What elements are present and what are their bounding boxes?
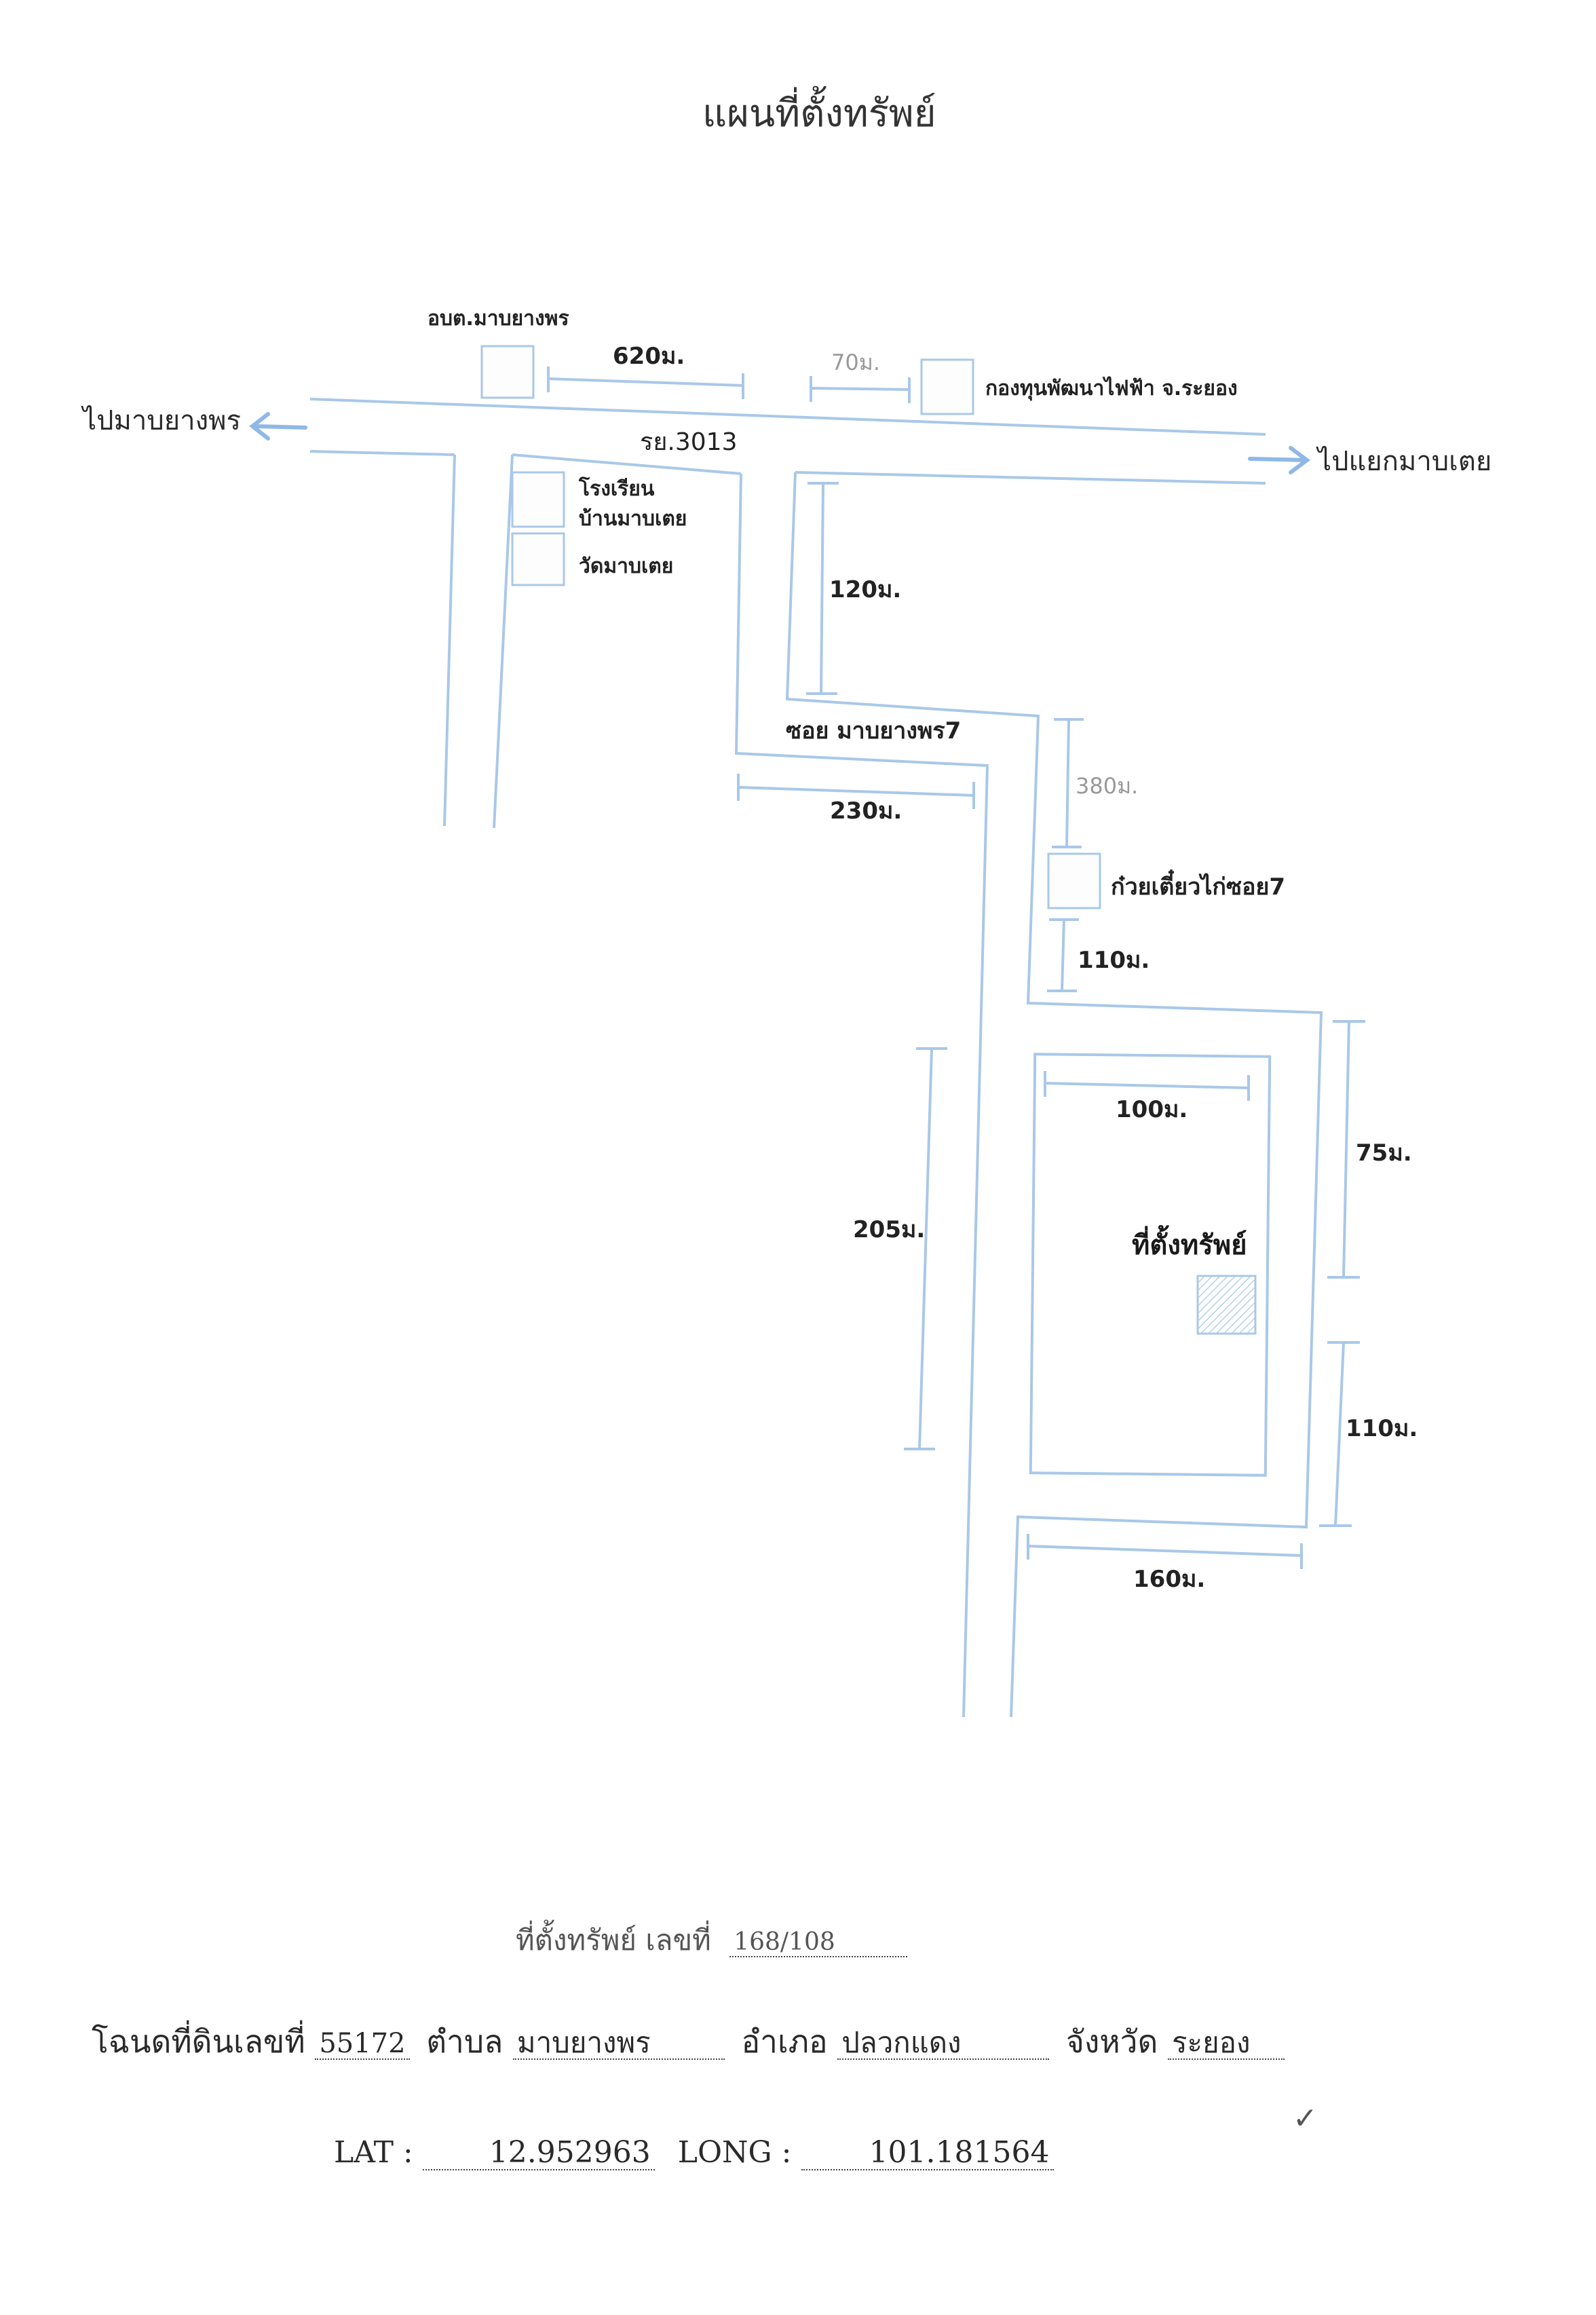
obt-box bbox=[480, 345, 535, 399]
coordinates-line: LAT : 12.952963 LONG : 101.181564 bbox=[334, 2138, 1054, 2170]
left-arrow bbox=[249, 412, 307, 440]
distance-110-a: 110ม. bbox=[1078, 947, 1150, 974]
soi-road bbox=[734, 472, 1323, 1718]
subdistrict-value: มาบยางพร bbox=[512, 2029, 725, 2060]
obt-label: อบต.มาบยางพร bbox=[428, 307, 569, 331]
destination-east: ไปแยกมาบเตย bbox=[1318, 446, 1492, 477]
temple-box bbox=[511, 532, 565, 586]
province-label: จังหวัด bbox=[1065, 2023, 1158, 2060]
distance-380: 380ม. bbox=[1076, 773, 1139, 799]
lat-value: 12.952963 bbox=[422, 2138, 655, 2170]
school-box bbox=[511, 471, 565, 528]
main-road bbox=[309, 398, 1266, 485]
school-label-line1: โรงเรียน bbox=[579, 477, 655, 501]
main-road-label: รย.3013 bbox=[640, 428, 738, 456]
deed-value: 55172 bbox=[315, 2030, 410, 2060]
distance-230: 230ม. bbox=[830, 797, 902, 825]
map-title: แผนที่ตั้งทรัพย์ bbox=[702, 92, 936, 136]
deed-line: โฉนดที่ดินเลขที่ 55172 ตำบล มาบยางพร อำเ… bbox=[92, 2026, 1285, 2060]
right-arrow bbox=[1248, 446, 1310, 474]
long-label: LONG : bbox=[677, 2135, 792, 2170]
property-marker bbox=[1196, 1275, 1257, 1335]
temple-label: วัดมาบเตย bbox=[579, 554, 674, 578]
property-plot bbox=[1029, 1053, 1272, 1477]
distance-110-b: 110ม. bbox=[1346, 1415, 1418, 1442]
deed-label: โฉนดที่ดินเลขที่ bbox=[92, 2023, 305, 2060]
dimension-lines bbox=[547, 366, 1365, 1569]
noodle-shop-label: ก๋วยเตี๋ยวไก่ซอย7 bbox=[1111, 873, 1286, 901]
distance-70: 70ม. bbox=[831, 350, 880, 375]
distance-160: 160ม. bbox=[1133, 1566, 1206, 1593]
landmark-boxes bbox=[480, 345, 1101, 909]
noodle-box bbox=[1047, 852, 1101, 909]
distance-120: 120ม. bbox=[829, 576, 902, 603]
distance-100: 100ม. bbox=[1116, 1096, 1188, 1123]
property-label: ที่ตั้งทรัพย์ bbox=[1132, 1230, 1247, 1261]
destination-west: ไปมาบยางพร bbox=[83, 405, 242, 436]
subdistrict-label: ตำบล bbox=[426, 2023, 504, 2060]
distance-620: 620ม. bbox=[613, 343, 685, 370]
distance-75: 75ม. bbox=[1356, 1140, 1412, 1167]
address-label: ที่ตั้งทรัพย์ เลขที่ bbox=[516, 1923, 711, 1957]
soi-road-label: ซอย มาบยางพร7 bbox=[786, 717, 962, 745]
lat-label: LAT : bbox=[334, 2135, 413, 2170]
fund-box bbox=[920, 358, 974, 415]
district-label: อำเภอ bbox=[741, 2023, 828, 2060]
school-label-line2: บ้านมาบเตย bbox=[579, 507, 687, 531]
distance-205: 205ม. bbox=[853, 1216, 926, 1243]
long-value: 101.181564 bbox=[801, 2138, 1054, 2170]
address-value: 168/108 bbox=[729, 1930, 908, 1957]
district-value: ปลวกแดง bbox=[837, 2029, 1050, 2060]
check-mark: ✓ bbox=[1293, 2101, 1318, 2136]
province-value: ระยอง bbox=[1168, 2029, 1285, 2060]
address-line: ที่ตั้งทรัพย์ เลขที่ 168/108 bbox=[516, 1923, 908, 1957]
west-side-road bbox=[443, 454, 514, 829]
fund-label: กองทุนพัฒนาไฟฟ้า จ.ระยอง bbox=[985, 377, 1238, 400]
